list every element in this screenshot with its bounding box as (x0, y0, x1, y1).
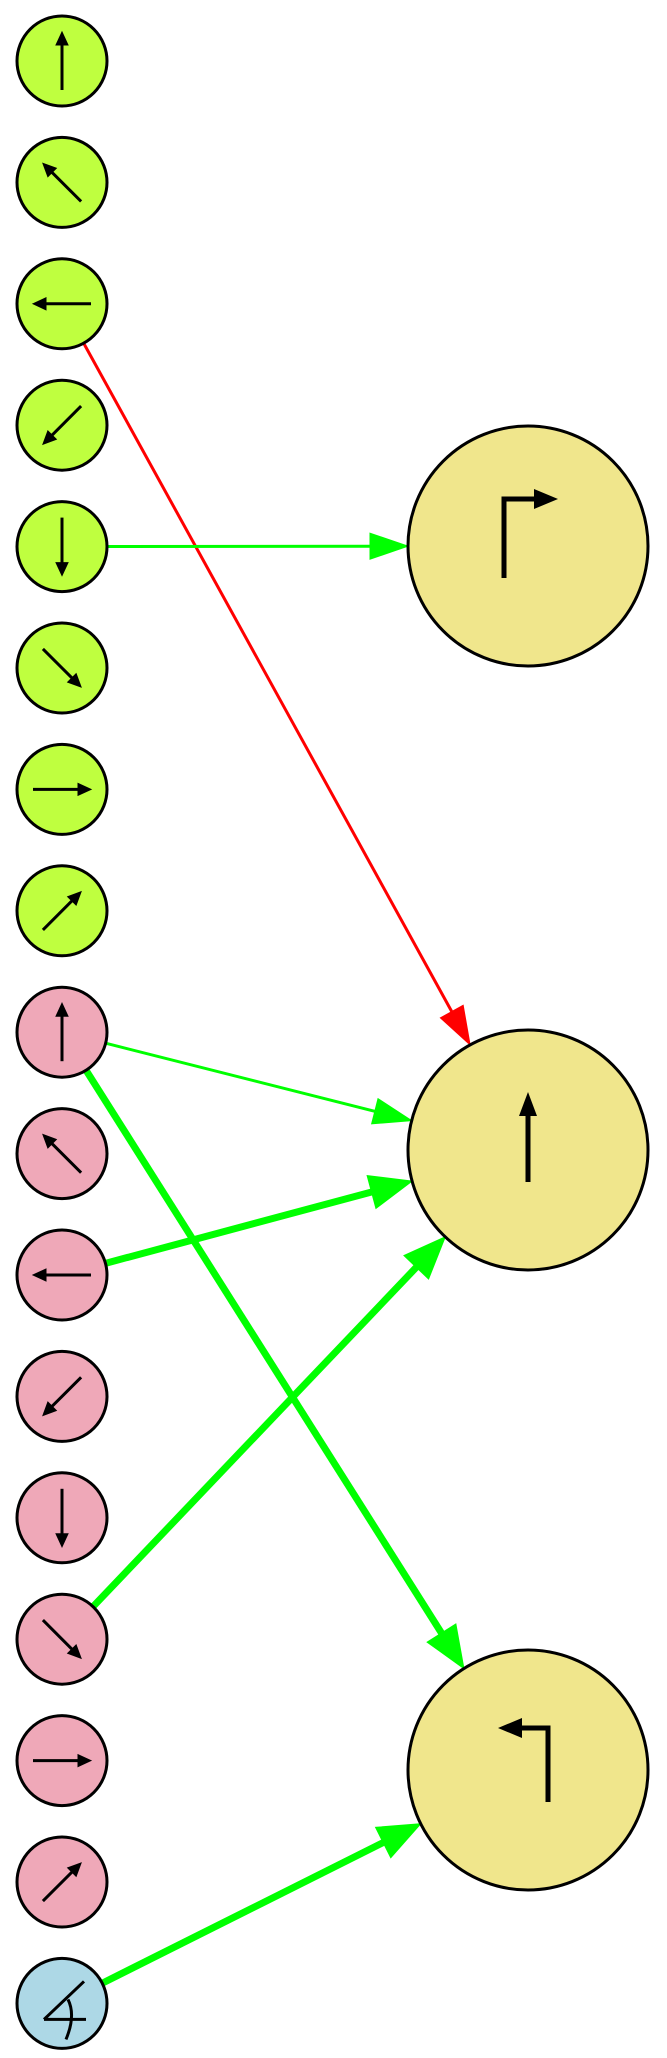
input-node-t-downright (15, 1592, 109, 1686)
arrow-down-icon (55, 517, 69, 577)
arrow-down-icon (55, 1488, 69, 1548)
edge-t-downright-to-o-straight (90, 1235, 447, 1610)
input-node-d-upright (15, 864, 109, 958)
arrow-right-icon (33, 1753, 93, 1768)
angle-icon (42, 1980, 86, 2040)
arrowhead (369, 532, 410, 560)
arrowhead (370, 1097, 414, 1125)
connections-layer (82, 342, 471, 1987)
input-node-t-left (15, 1228, 109, 1322)
input-node-t-upleft (15, 1107, 109, 1201)
arrowhead (403, 1235, 447, 1280)
input-node-d-upleft (15, 135, 109, 229)
input-node-t-downleft (15, 1349, 109, 1443)
arrow-down-left-icon (42, 405, 83, 446)
edge-t-left-to-o-straight (104, 1174, 414, 1267)
input-node-t-up (15, 985, 109, 1079)
arrow-left-icon (31, 297, 91, 311)
arrow-right-icon (33, 782, 93, 797)
arrow-left-icon (31, 1268, 91, 1282)
output-node-o-straight (406, 1028, 650, 1272)
input-node-d-downright (15, 621, 109, 715)
input-node-t-down (15, 1471, 109, 1565)
input-node-d-left (15, 257, 109, 351)
edge-t-up-to-o-straight (105, 1041, 414, 1125)
input-node-angle (15, 1956, 109, 2050)
arrow-up-icon (55, 1002, 69, 1062)
input-node-t-upright (15, 1835, 109, 1929)
arrow-up-left-icon (42, 162, 83, 203)
input-node-t-right (15, 1714, 109, 1808)
arrowhead (374, 1823, 422, 1859)
arrowhead (366, 1174, 414, 1210)
arrow-up-right-icon (41, 890, 82, 931)
input-node-d-down (15, 500, 109, 594)
arrow-down-left-icon (42, 1376, 83, 1417)
arrow-up-left-icon (42, 1133, 83, 1174)
turn-right-icon (501, 489, 558, 578)
output-node-o-right (406, 424, 650, 668)
input-node-d-up (15, 14, 109, 108)
arrow-up-icon (55, 30, 69, 90)
go-straight-icon (519, 1092, 537, 1182)
edge-t-up-to-o-left (83, 1068, 465, 1670)
output-node-o-left (406, 1648, 650, 1892)
edge-d-left-to-o-straight (82, 342, 471, 1047)
nodes-layer (15, 14, 650, 2050)
arrow-down-right-icon (41, 647, 82, 688)
edge-d-down-to-o-right (106, 532, 410, 560)
turn-left-icon (498, 1718, 551, 1802)
arrow-down-right-icon (41, 1619, 82, 1660)
arrow-up-right-icon (41, 1862, 82, 1903)
input-node-d-right (15, 742, 109, 836)
input-node-d-downleft (15, 378, 109, 472)
edge-angle-to-o-left (100, 1823, 422, 1987)
arrowhead (439, 1004, 471, 1047)
arrowhead (426, 1623, 465, 1670)
